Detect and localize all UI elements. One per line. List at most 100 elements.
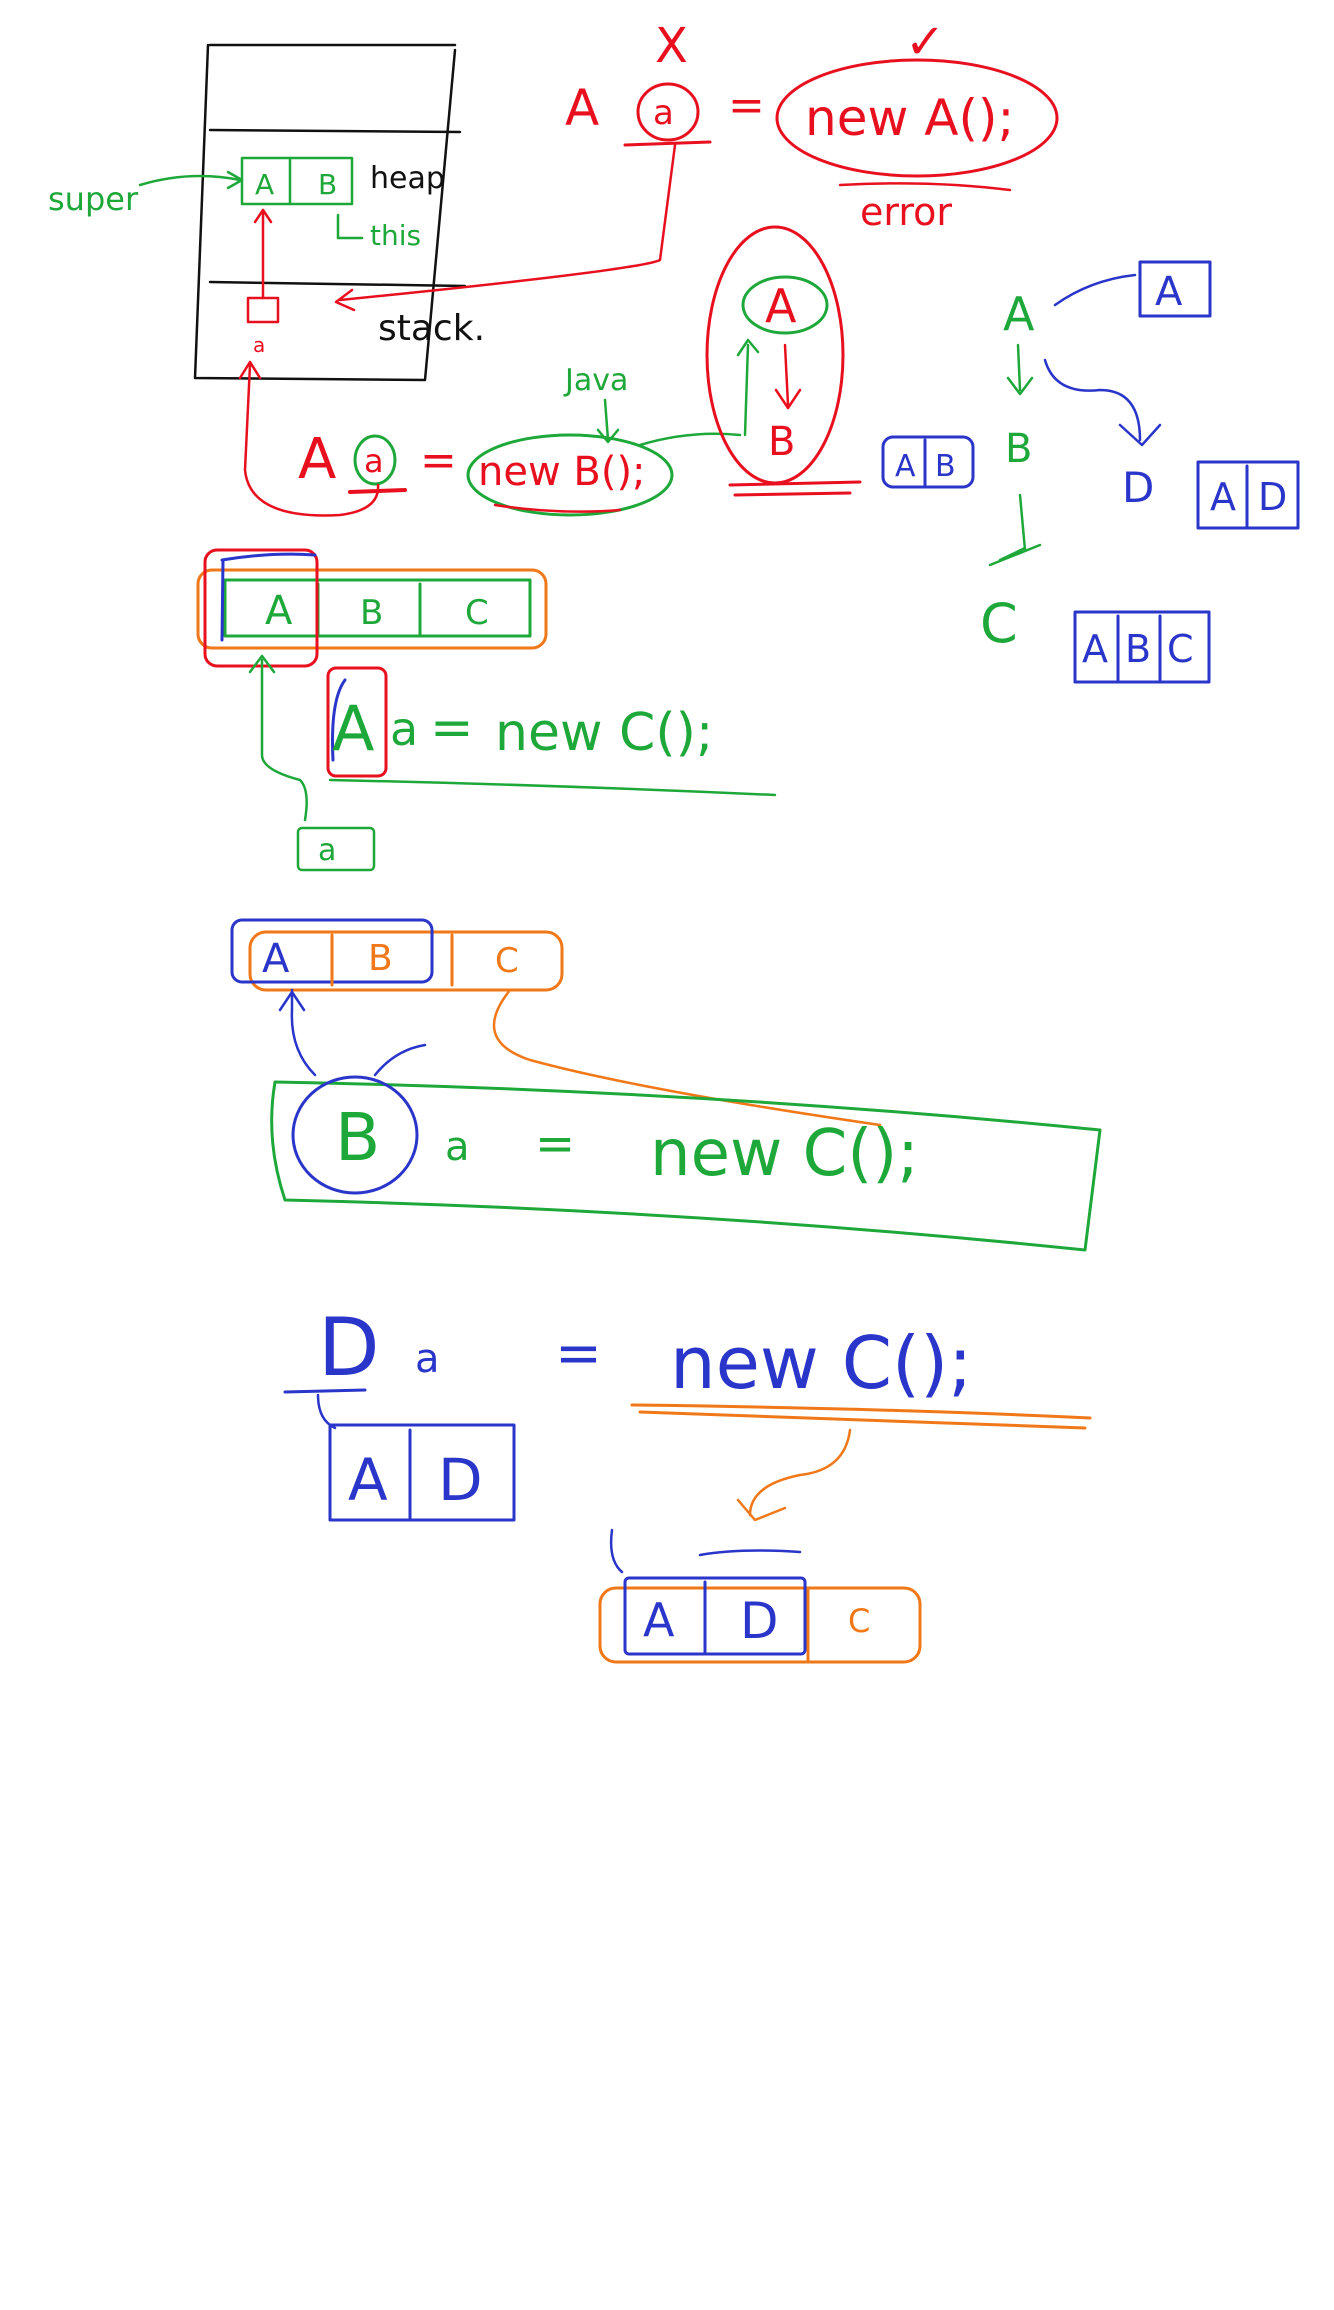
ex3-object-d: D — [740, 1592, 779, 1650]
hier-middle-arrow — [988, 493, 1042, 567]
ex3-type-link — [316, 1393, 337, 1430]
stack-to-heap-arrow — [253, 208, 273, 300]
second-statement: A a = new B(); Java — [238, 360, 742, 517]
ex3-object-a: A — [643, 1593, 675, 1647]
top-statement: A a = new A(); X ✓ error — [334, 14, 1059, 312]
wrong-mark: X — [655, 18, 688, 74]
class-hierarchy: A B C A D A D A B C — [980, 260, 1300, 684]
ex3-eq: = — [555, 1321, 602, 1386]
error-underline — [838, 182, 1012, 192]
ex1-expr: new C(); — [495, 703, 713, 763]
ex3-type: D — [318, 1301, 380, 1394]
hier-c-box-b: B — [1125, 627, 1151, 671]
ex1-ref-arrowhead — [248, 654, 276, 674]
ex1-cell-a: A — [265, 588, 293, 634]
hier-leaf-d: D — [1122, 463, 1154, 512]
ex1-decl-highlight — [326, 666, 388, 778]
ex2-eq: = — [535, 1116, 575, 1172]
oval-box-a: A — [895, 449, 916, 484]
ex3-type-overlay-marks — [609, 1528, 802, 1574]
hier-c-box-a: A — [1082, 627, 1108, 671]
ex3-expr-underline — [630, 1403, 1092, 1430]
ex2-ref-arrowhead — [278, 988, 306, 1012]
second-eq: = — [420, 435, 457, 486]
oval-child: B — [768, 419, 795, 465]
stack-divider — [208, 280, 467, 288]
hier-root-arrow — [1006, 343, 1034, 396]
hier-d-arrow — [1043, 358, 1162, 447]
oval-parent: A — [765, 279, 797, 333]
ex1-var: a — [390, 702, 418, 756]
memory-diagram: heap stack. A B super this a — [48, 43, 485, 382]
ex1-object-box — [223, 578, 532, 638]
second-expr: new B(); — [478, 449, 646, 495]
stack-ref-box — [246, 296, 280, 324]
ex3-type-box-a: A — [348, 1446, 388, 1514]
hier-middle: B — [1005, 426, 1032, 472]
oval-down-arrow — [774, 343, 802, 410]
hier-root-box-a: A — [1155, 269, 1183, 315]
top-expr-circle — [775, 58, 1059, 178]
expr-to-class-link — [638, 432, 742, 447]
hier-root: A — [1003, 287, 1035, 341]
heap-cell-b: B — [318, 168, 337, 201]
heap-cell-a: A — [255, 168, 274, 201]
example-1: A B C A a = new C(); a — [196, 548, 777, 872]
example-3: D a = new C(); A D A D C — [283, 1301, 1092, 1664]
top-var-circle — [636, 82, 700, 142]
ex2-circle-tail — [373, 1043, 427, 1077]
second-var: a — [364, 442, 384, 480]
ex3-type-box — [328, 1423, 516, 1522]
hier-root-box — [1138, 260, 1212, 318]
hier-c-box — [1073, 610, 1211, 684]
hier-d-box — [1196, 460, 1300, 530]
hier-d-box-a: A — [1210, 475, 1236, 519]
inheritance-oval: A B A B — [705, 225, 975, 497]
ex3-object-outline — [598, 1586, 922, 1664]
ex1-type: A — [332, 692, 374, 765]
ex2-statement-outline — [270, 1080, 1102, 1252]
ex2-object-link — [492, 988, 882, 1127]
ex3-expr: new C(); — [670, 1321, 972, 1405]
ex1-cell-c: C — [465, 593, 489, 633]
ex1-ref-label: a — [318, 833, 336, 868]
ex2-cell-a: A — [262, 936, 290, 982]
oval-box-b: B — [935, 449, 956, 484]
example-2: A B C B a = new C(); — [230, 918, 1102, 1252]
ex2-type-circle — [291, 1075, 419, 1195]
ex2-cell-b: B — [368, 938, 393, 979]
ex2-var: a — [445, 1124, 470, 1170]
ex3-type-box-d: D — [438, 1446, 483, 1514]
ex1-eq: = — [430, 698, 474, 758]
hier-d-box-d: D — [1258, 475, 1287, 519]
hier-root-link — [1053, 273, 1137, 307]
top-var: a — [653, 93, 674, 133]
top-var-underline — [623, 140, 712, 147]
oval-up-arrow — [736, 338, 760, 437]
ex3-type-overlay — [623, 1576, 807, 1656]
ex1-object-outline — [196, 568, 548, 650]
ex3-type-underline — [283, 1388, 367, 1394]
ex2-ref-arrow — [290, 1008, 317, 1077]
ex2-object-outline — [248, 930, 564, 992]
top-ref-arrow — [334, 143, 677, 312]
ex1-decl-mark — [331, 678, 347, 762]
ex3-object-arrow — [736, 1428, 852, 1522]
super-arrow — [138, 170, 244, 190]
ok-mark: ✓ — [905, 14, 945, 70]
second-expr-circle — [466, 433, 674, 517]
ex2-expr: new C(); — [650, 1117, 919, 1191]
ex1-ref-arrow — [260, 658, 308, 822]
stack-label: stack. — [378, 308, 485, 349]
ex1-cell-b: B — [360, 593, 383, 633]
second-type: A — [298, 427, 336, 492]
ex1-type-bracket — [220, 552, 317, 642]
hier-c-box-c: C — [1167, 627, 1194, 671]
heap-label: heap — [370, 161, 445, 196]
oval-underline — [728, 480, 862, 497]
hier-leaf-c: C — [980, 592, 1018, 655]
heap-divider — [208, 128, 462, 134]
second-var-circle — [353, 434, 397, 486]
ex1-underline — [328, 778, 777, 797]
